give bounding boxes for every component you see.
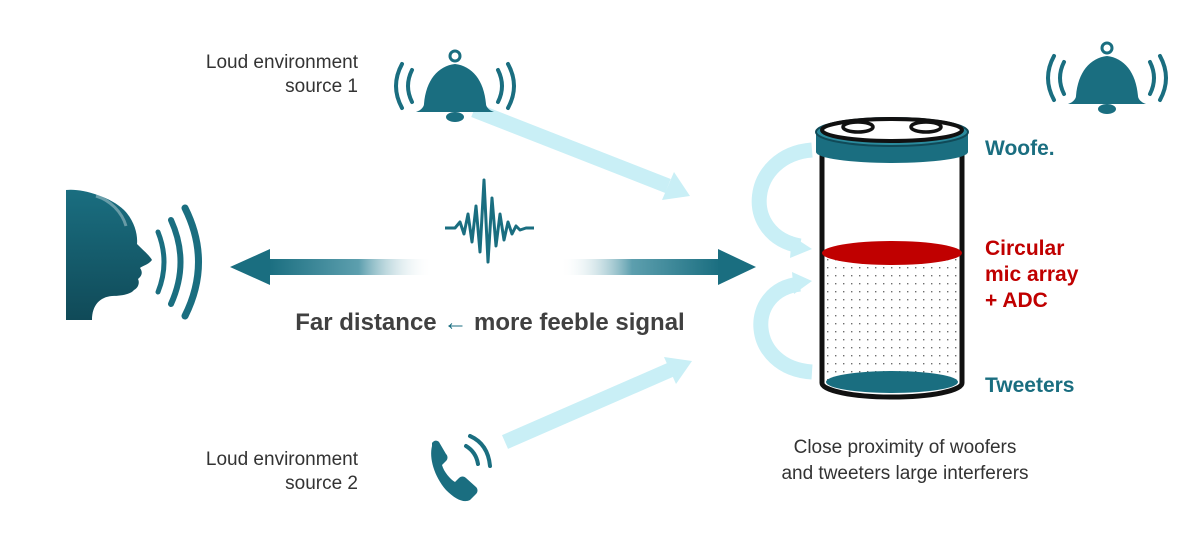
distance-label-right: more feeble signal: [473, 309, 685, 336]
signal-arrow-left: [230, 249, 433, 285]
noise-arrow-source1: [471, 103, 690, 200]
feedback-arrow-tweeter: [753, 276, 813, 380]
distance-label-left: Far distance: [295, 309, 437, 336]
feedback-arrowhead-tweeter: [792, 272, 812, 294]
source2-line2: source 2: [285, 473, 358, 494]
source2-line1: Loud environment: [205, 449, 358, 470]
tweeter-disc: [826, 371, 958, 393]
tweeter-label: Tweeters: [985, 374, 1075, 397]
phone-icon: [431, 434, 492, 502]
woofer-label: Woofe.: [985, 137, 1055, 160]
caption-line1: Close proximity of woofers: [793, 437, 1017, 458]
mic-label-line2: mic array: [985, 263, 1079, 286]
noise-arrow-source2: [502, 357, 692, 449]
mic-array-disc: [822, 241, 962, 265]
mic-label-line3: + ADC: [985, 289, 1048, 312]
sound-waves-icon: [155, 204, 202, 320]
source1-line1: Loud environment: [205, 52, 358, 73]
caption-line2: and tweeters large interferers: [781, 463, 1029, 484]
speaking-head-icon: [66, 189, 152, 320]
waveform-icon: [445, 178, 534, 264]
feedback-arrowhead-woofer: [790, 236, 812, 258]
mic-label-line1: Circular: [985, 237, 1065, 260]
caption: Close proximity of woofers and tweeters …: [720, 435, 1090, 487]
source1-line2: source 1: [285, 76, 358, 97]
distance-label: Far distance ← more feeble signal: [240, 309, 740, 337]
signal-arrow-right: [560, 249, 756, 285]
left-arrow-icon: ←: [443, 309, 468, 336]
smart-speaker-cylinder-icon: [815, 117, 969, 400]
source2-label: Loud environment source 2: [150, 448, 358, 496]
feedback-arrow-woofer: [751, 142, 814, 254]
mic-array-label: Circular mic array + ADC: [985, 236, 1078, 314]
source1-label: Loud environment source 1: [150, 51, 358, 99]
bell-icon-right: [1046, 41, 1168, 114]
bell-icon-left: [394, 49, 516, 122]
